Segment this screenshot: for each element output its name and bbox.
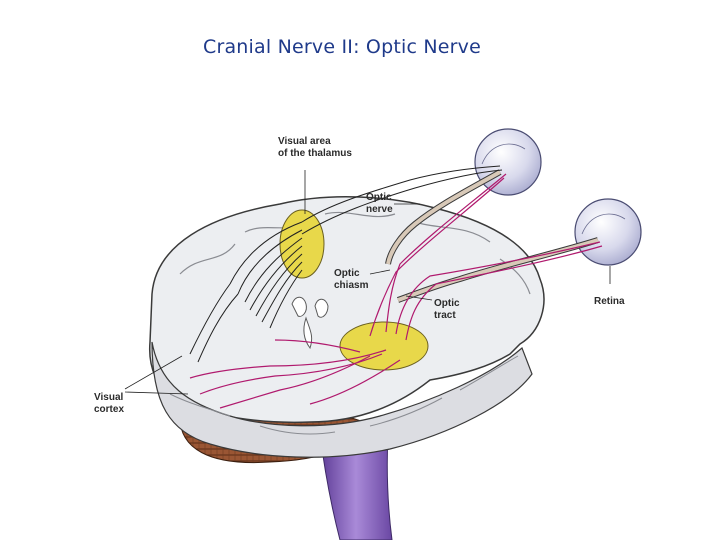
- right-eyeball: [574, 198, 642, 266]
- label-leaders: [124, 170, 611, 395]
- optic-pathway-illustration: Visual area of the thalamus Optic nerve …: [70, 104, 654, 540]
- optic-pathway-diagram: Visual area of the thalamus Optic nerve …: [94, 128, 642, 540]
- black-visual-fibers: [189, 165, 503, 363]
- label-optic-chiasm-2: chiasm: [334, 280, 369, 291]
- label-visual-cortex-2: cortex: [94, 404, 124, 415]
- label-optic-nerve-2: nerve: [366, 204, 393, 215]
- brain-cross-section: [148, 196, 545, 458]
- brainstem: [319, 433, 393, 540]
- label-optic-tract-2: tract: [434, 310, 456, 321]
- label-visual-cortex-1: Visual: [94, 392, 123, 403]
- label-optic-tract-1: Optic: [434, 298, 460, 309]
- label-retina: Retina: [594, 296, 625, 307]
- label-thalamus-1: Visual area: [278, 136, 331, 147]
- label-optic-nerve-1: Optic: [366, 192, 392, 203]
- left-eyeball: [474, 128, 542, 196]
- label-thalamus-2: of the thalamus: [278, 148, 352, 159]
- diagram-labels: Visual area of the thalamus Optic nerve …: [94, 136, 625, 415]
- slide-title: Cranial Nerve II: Optic Nerve: [202, 36, 482, 58]
- label-optic-chiasm-1: Optic: [334, 268, 360, 279]
- visual-pathway: [189, 173, 603, 409]
